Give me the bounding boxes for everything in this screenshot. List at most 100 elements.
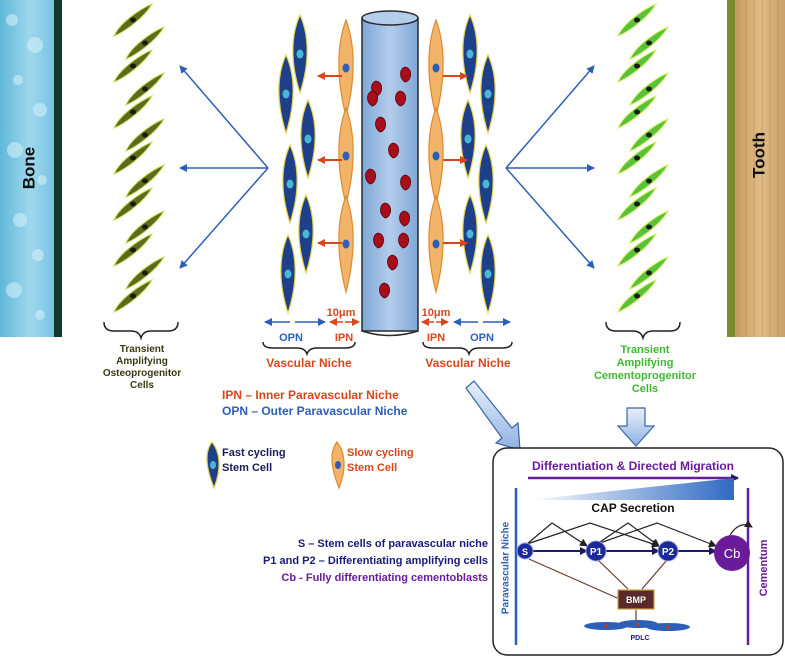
p2-node [657, 540, 679, 562]
left-fan-arrows [179, 65, 269, 269]
key-differentiating-cells: P1 and P2 – Differentiating amplifying c… [263, 555, 488, 567]
slow-cycling-stem-cell [338, 18, 354, 119]
right-fan-arrows [505, 65, 595, 269]
cementoprogenitor-cell [617, 187, 658, 221]
osteoprogenitor-cell [125, 72, 166, 106]
cementoprogenitor-cell-column [617, 3, 670, 313]
fast-cycling-stem-cell [462, 193, 478, 275]
slow-cycling-stem-cell [428, 106, 444, 207]
fast-cycling-stem-cell [460, 98, 476, 180]
fast-cycling-stem-cell [480, 233, 496, 315]
cementoprogenitor-cell [617, 141, 658, 175]
osteoprogenitor-cell [113, 187, 154, 221]
stem-node [516, 542, 534, 560]
osteoprogenitor-cell [113, 3, 154, 37]
red-blood-cell [380, 202, 392, 219]
bmp-label: BMP [626, 595, 646, 605]
cementum-label: Cementum [758, 539, 770, 596]
slow-cycling-label-line: Slow cycling [347, 447, 414, 459]
fast-cycling-stem-cell [480, 53, 496, 135]
fast-cycling-label-line: Fast cycling [222, 447, 286, 459]
cementoprogenitor-cell [617, 49, 658, 83]
slow-cycling-stem-cell [428, 18, 444, 119]
opn-right-label: OPN [470, 332, 494, 344]
red-blood-cell [398, 232, 410, 249]
opn-left-label: OPN [279, 332, 303, 344]
tooth-label: Tooth [749, 132, 768, 178]
cementoprogenitor-cell [629, 164, 670, 198]
cap-gradient-wedge [528, 478, 734, 500]
box-title: Differentiation & Directed Migration [532, 459, 734, 473]
osteoprogenitor-cell [113, 49, 154, 83]
right-cells-label-line: Transient [620, 344, 670, 356]
osteoprogenitor-cell [113, 233, 154, 267]
node-cb-label: Cb [724, 546, 741, 561]
paravascular-niche-label: Paravascular Niche [501, 521, 512, 614]
slow-cycling-stem-cell [428, 194, 444, 295]
cementoprogenitor-cell [629, 72, 670, 106]
cap-secretion-label: CAP Secretion [591, 501, 674, 515]
red-blood-cell [367, 90, 379, 107]
slow-cycling-stem-cell [338, 106, 354, 207]
osteoprogenitor-cell [113, 95, 154, 129]
fast-cycling-stem-cell [282, 143, 298, 225]
red-blood-cell [388, 142, 400, 159]
right-cells-label-line: Cementoprogenitor [593, 370, 697, 382]
legend-opn: OPN – Outer Paravascular Niche [222, 404, 408, 418]
large-arrow-right [616, 407, 656, 447]
osteoprogenitor-cell [125, 164, 166, 198]
osteoprogenitor-cell-column [113, 3, 166, 313]
vascular-niche-right-label: Vascular Niche [425, 356, 511, 370]
node-s-label: S [522, 547, 528, 557]
cementoblast-node [714, 535, 750, 571]
fast-cycling-label: Fast cycling Stem Cell [222, 446, 286, 476]
cementoprogenitor-cell [617, 279, 658, 313]
cementoprogenitor-cell [629, 256, 670, 290]
cementoprogenitor-cell [629, 118, 670, 152]
left-cells-label: Transient Amplifying Osteoprogenitor Cel… [92, 344, 192, 392]
fast-cycling-stem-cell [478, 143, 494, 225]
right-cells-label-line: Amplifying [616, 357, 674, 369]
osteoprogenitor-cell [125, 26, 166, 60]
orange-migration-arrows [317, 72, 468, 247]
right-cells-label-line: Cells [631, 383, 659, 395]
fast-cycling-stem-cell [278, 53, 294, 135]
red-blood-cell [375, 116, 387, 133]
osteoprogenitor-cell [125, 210, 166, 244]
pdlc-label: PDLC [630, 635, 649, 642]
paravascular-stem-cells [278, 13, 496, 315]
left-cells-label-line: Osteoprogenitor [102, 368, 182, 379]
red-blood-cell [400, 174, 412, 191]
cementoprogenitor-cell [617, 3, 658, 37]
fast-cycling-stem-cell [298, 193, 314, 275]
cementoprogenitor-cell [629, 210, 670, 244]
ipn-right-label: IPN [427, 332, 445, 344]
red-blood-cell [365, 168, 377, 185]
fast-cycling-stem-cell [280, 233, 296, 315]
brackets [103, 321, 681, 357]
red-blood-cell [399, 210, 411, 227]
osteoprogenitor-cell [125, 256, 166, 290]
bmp-feedback-lines [528, 558, 668, 621]
fast-cycling-stem-cell-icon [206, 441, 220, 490]
cementoprogenitor-cell [629, 26, 670, 60]
left-cells-label-line: Transient [119, 344, 165, 355]
right-cells-label: Transient Amplifying Cementoprogenitor C… [590, 344, 700, 396]
cementoprogenitor-cell [617, 233, 658, 267]
red-blood-cell [373, 232, 385, 249]
left-cells-label-line: Cells [130, 380, 154, 391]
p1-node [585, 540, 607, 562]
slow-cycling-stem-cell [338, 194, 354, 295]
large-arrow-left [465, 380, 521, 451]
key-stem-cells: S – Stem cells of paravascular niche [297, 538, 488, 550]
red-blood-cell [387, 254, 399, 271]
distance-right-label: 10μm [422, 307, 451, 319]
fast-cycling-stem-cell [292, 13, 308, 95]
fast-cycling-stem-cell [462, 13, 478, 95]
osteoprogenitor-cell [113, 141, 154, 175]
bmp-box [617, 589, 655, 610]
red-blood-cell [379, 282, 391, 299]
fast-cycling-label-line: Stem Cell [222, 462, 273, 474]
red-blood-cells [365, 66, 412, 299]
ipn-left-label: IPN [335, 332, 353, 344]
